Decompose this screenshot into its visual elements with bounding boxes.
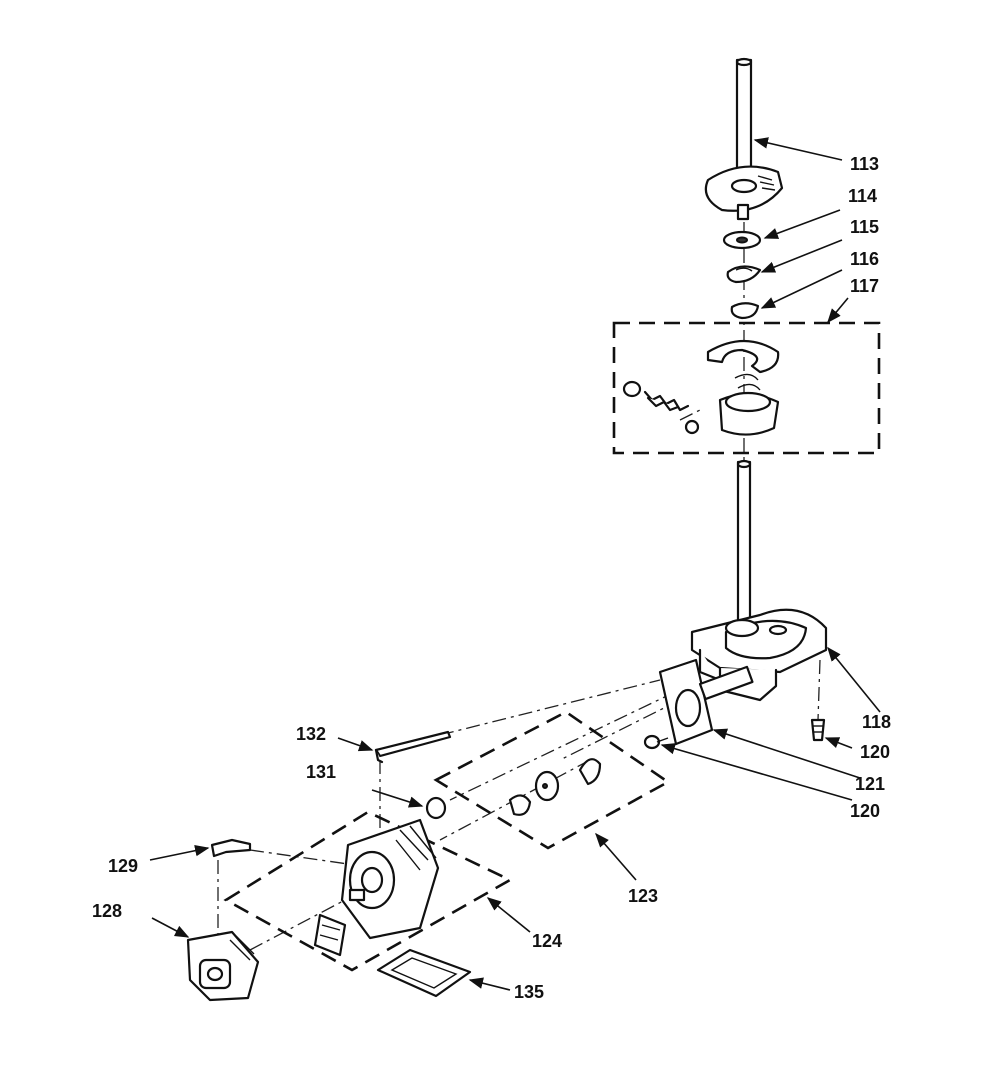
part-120-screw-right bbox=[810, 718, 826, 742]
callout-123: 123 bbox=[628, 886, 658, 906]
part-114-washer bbox=[722, 230, 762, 250]
callout-135: 135 bbox=[514, 982, 544, 1002]
transmission-shaft bbox=[736, 459, 752, 624]
callout-124: 124 bbox=[532, 931, 562, 951]
callout-leaders bbox=[149, 137, 881, 991]
callout-131: 131 bbox=[306, 762, 336, 782]
part-115-clip bbox=[726, 265, 762, 284]
part-131-plug bbox=[425, 796, 447, 820]
callout-132: 132 bbox=[296, 724, 326, 744]
part-128-pump bbox=[186, 930, 260, 1002]
part-132-rod bbox=[374, 730, 452, 764]
part-121-mounting-plate bbox=[658, 658, 754, 746]
callout-114: 114 bbox=[848, 186, 877, 206]
part-118-gear-case bbox=[690, 608, 828, 702]
callout-116: 116 bbox=[850, 249, 879, 269]
part-117-clutch-assembly bbox=[612, 321, 881, 455]
callout-115: 115 bbox=[850, 217, 879, 237]
part-129-bracket bbox=[210, 838, 252, 858]
callout-118: 118 bbox=[862, 712, 891, 732]
part-124-motor-assembly bbox=[223, 810, 513, 972]
assembly-centerlines bbox=[217, 195, 821, 951]
callout-117: 117 bbox=[850, 276, 879, 296]
callout-113: 113 bbox=[850, 154, 879, 174]
callout-128: 128 bbox=[92, 901, 122, 921]
part-135-gasket bbox=[376, 948, 472, 998]
callout-121: 121 bbox=[855, 774, 885, 794]
callout-120-right: 120 bbox=[860, 742, 890, 762]
part-123-coupling-assembly bbox=[433, 710, 671, 850]
part-120-screw-left bbox=[643, 734, 669, 750]
part-116-retaining-ring bbox=[730, 302, 760, 320]
part-113-shaft-cam bbox=[704, 57, 784, 221]
callout-labels: 113 114 115 116 117 118 120 121 120 123 … bbox=[92, 154, 891, 1002]
callout-120-left: 120 bbox=[850, 801, 880, 821]
callout-129: 129 bbox=[108, 856, 138, 876]
